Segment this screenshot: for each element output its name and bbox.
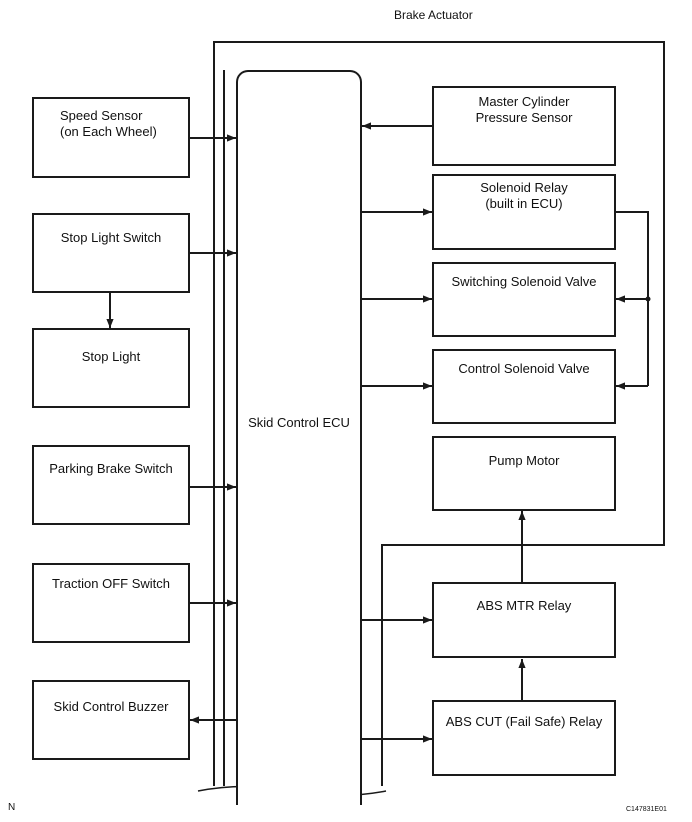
- skid-control-buzzer-label: Skid Control Buzzer: [53, 699, 169, 714]
- parking-brake-switch-box: Parking Brake Switch: [32, 445, 190, 525]
- abs-mtr-relay-box: ABS MTR Relay: [432, 582, 616, 658]
- stop-light-switch-box: Stop Light Switch: [32, 213, 190, 293]
- traction-off-switch-box: Traction OFF Switch: [32, 563, 190, 643]
- solenoid-relay-box: Solenoid Relay (built in ECU): [432, 174, 616, 250]
- abs-mtr-relay-label: ABS MTR Relay: [476, 598, 572, 613]
- stop-light-switch-label: Stop Light Switch: [60, 230, 162, 245]
- stop-light-label: Stop Light: [81, 349, 141, 364]
- traction-off-switch-label: Traction OFF Switch: [52, 576, 170, 591]
- parking-brake-switch-label: Parking Brake Switch: [49, 461, 173, 476]
- solenoid-relay-label: Solenoid Relay (built in ECU): [480, 180, 568, 211]
- actuator-outline: [213, 41, 665, 786]
- pump-motor-box: Pump Motor: [432, 436, 616, 511]
- master-cylinder-sensor-box: Master Cylinder Pressure Sensor: [432, 86, 616, 166]
- skid-control-ecu: Skid Control ECU: [236, 70, 362, 805]
- control-solenoid-valve-label: Control Solenoid Valve: [458, 361, 590, 376]
- ecu-label: Skid Control ECU: [248, 415, 350, 430]
- control-solenoid-valve-box: Control Solenoid Valve: [432, 349, 616, 424]
- switching-solenoid-valve-label: Switching Solenoid Valve: [451, 274, 597, 289]
- skid-control-buzzer-box: Skid Control Buzzer: [32, 680, 190, 760]
- speed-sensor-label: Speed Sensor (on Each Wheel): [60, 108, 157, 139]
- switching-solenoid-valve-box: Switching Solenoid Valve: [432, 262, 616, 337]
- corner-mark: N: [8, 802, 16, 813]
- abs-cut-relay-box: ABS CUT (Fail Safe) Relay: [432, 700, 616, 776]
- abs-cut-relay-label: ABS CUT (Fail Safe) Relay: [445, 714, 603, 729]
- stop-light-box: Stop Light: [32, 328, 190, 408]
- junction-dot: [645, 296, 651, 302]
- relay-bus-line: [616, 211, 649, 386]
- master-cylinder-sensor-label: Master Cylinder Pressure Sensor: [475, 94, 573, 125]
- pump-motor-label: Pump Motor: [488, 453, 560, 468]
- figure-code: C147831E01: [626, 806, 667, 813]
- speed-sensor-box: Speed Sensor (on Each Wheel): [32, 97, 190, 178]
- actuator-title: Brake Actuator: [394, 8, 473, 22]
